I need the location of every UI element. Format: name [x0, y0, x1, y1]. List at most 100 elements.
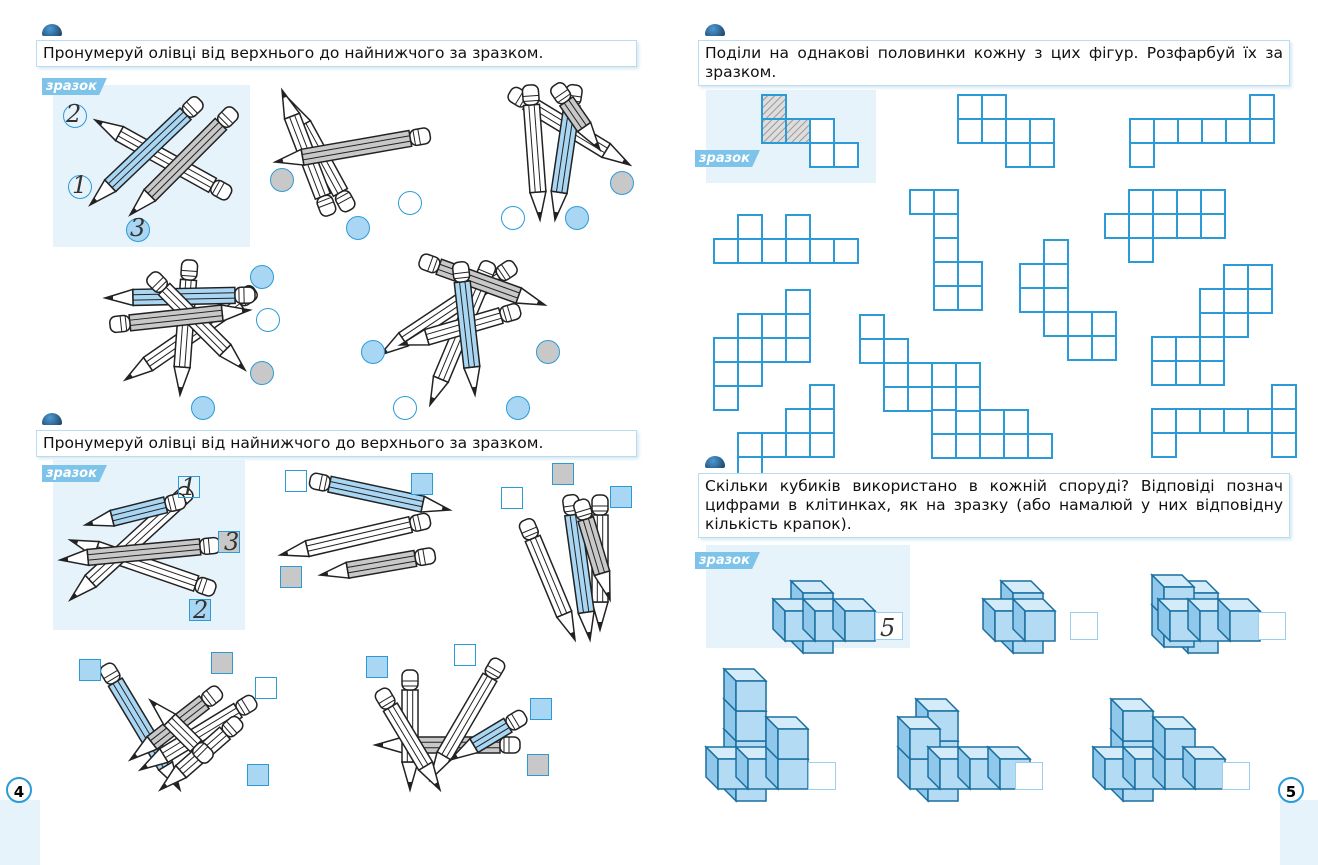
cube [896, 715, 942, 761]
polyomino-figure [737, 384, 835, 482]
sample-label: зразок [695, 150, 760, 167]
sample-label: зразок [695, 552, 760, 569]
sample-number: 5 [880, 614, 896, 642]
polyomino-figure [859, 314, 981, 412]
pencil [277, 512, 432, 558]
polyomino-figure [1104, 189, 1226, 263]
pencil [428, 657, 506, 783]
pencil [374, 687, 442, 793]
answer-square[interactable] [1015, 762, 1043, 790]
pencil [308, 472, 453, 513]
cube [1181, 745, 1227, 791]
cube [831, 597, 877, 643]
answer-square[interactable] [247, 764, 269, 786]
answer-square[interactable] [808, 762, 836, 790]
answer-circle[interactable] [68, 175, 92, 199]
polyomino-figure [1019, 239, 1117, 361]
polyomino-figure [957, 94, 1055, 168]
task-instruction: Пронумеруй олівці від верхнього до найни… [36, 40, 637, 67]
cube [722, 667, 768, 713]
answer-square[interactable] [610, 486, 632, 508]
answer-square[interactable] [218, 531, 240, 553]
cube [1109, 697, 1155, 743]
sample-number: 2 [66, 100, 82, 128]
answer-square[interactable] [280, 566, 302, 588]
answer-circle[interactable] [346, 216, 370, 240]
answer-square[interactable] [527, 754, 549, 776]
answer-circle[interactable] [250, 265, 274, 289]
answer-circle[interactable] [256, 308, 280, 332]
cube [1011, 597, 1057, 643]
answer-square[interactable] [501, 487, 523, 509]
pencil [148, 698, 214, 764]
cube [1216, 597, 1262, 643]
answer-circle[interactable] [565, 206, 589, 230]
sample-label: зразок [42, 78, 107, 95]
answer-square[interactable] [875, 612, 903, 640]
page-corner-right [1280, 800, 1318, 865]
answer-square[interactable] [1222, 762, 1250, 790]
answer-square[interactable] [454, 644, 476, 666]
sample-number: 1 [72, 171, 88, 199]
answer-circle[interactable] [361, 340, 385, 364]
pencil [57, 536, 221, 567]
ladybug-icon [42, 24, 62, 36]
answer-circle[interactable] [501, 206, 525, 230]
polyomino-figure [1151, 384, 1297, 458]
pencil [550, 82, 602, 153]
task-instruction: Поділи на однакові половинки кожну з цих… [698, 40, 1290, 86]
answer-square[interactable] [1258, 612, 1286, 640]
answer-circle[interactable] [536, 340, 560, 364]
pencil [88, 95, 204, 207]
answer-circle[interactable] [610, 171, 634, 195]
page-number: 4 [6, 777, 32, 803]
sample-number: 2 [193, 596, 209, 624]
sample-number: 1 [181, 473, 197, 501]
answer-circle[interactable] [250, 361, 274, 385]
pencil [92, 118, 233, 201]
pencil [82, 492, 187, 527]
answer-circle[interactable] [270, 168, 294, 192]
answer-circle[interactable] [506, 396, 530, 420]
polyomino-figure [931, 409, 1053, 459]
answer-square[interactable] [411, 473, 433, 495]
answer-circle[interactable] [126, 218, 150, 242]
pencil [573, 498, 611, 603]
answer-square[interactable] [178, 476, 200, 498]
task-instruction: Скільки кубиків використано в кожній спо… [698, 473, 1290, 538]
answer-circle[interactable] [191, 396, 215, 420]
answer-square[interactable] [255, 677, 277, 699]
pencil [521, 84, 547, 223]
answer-square[interactable] [285, 470, 307, 492]
polyomino-figure [761, 94, 859, 168]
cube [764, 715, 810, 761]
answer-square[interactable] [189, 599, 211, 621]
answer-circle[interactable] [398, 191, 422, 215]
ladybug-icon [705, 24, 725, 36]
pencil [447, 709, 528, 762]
page-corner-left [0, 800, 40, 865]
polyomino-figure [909, 189, 983, 311]
pencil [109, 304, 253, 334]
pencil [128, 106, 239, 217]
task-instruction: Пронумеруй олівці від найнижчого до верх… [36, 430, 637, 457]
answer-circle[interactable] [393, 396, 417, 420]
polyomino-figure [1151, 264, 1273, 386]
answer-square[interactable] [1070, 612, 1098, 640]
answer-square[interactable] [211, 652, 233, 674]
pencil [272, 127, 432, 166]
sample-number: 3 [130, 214, 146, 242]
answer-square[interactable] [552, 463, 574, 485]
pencil [317, 547, 437, 579]
answer-square[interactable] [530, 698, 552, 720]
polyomino-figure [713, 289, 811, 411]
pencil [562, 493, 595, 643]
ladybug-icon [705, 456, 725, 468]
answer-square[interactable] [79, 659, 101, 681]
answer-circle[interactable] [63, 104, 87, 128]
pencil [451, 260, 481, 398]
pencil [518, 518, 577, 643]
sample-label: зразок [42, 465, 107, 482]
answer-square[interactable] [366, 656, 388, 678]
